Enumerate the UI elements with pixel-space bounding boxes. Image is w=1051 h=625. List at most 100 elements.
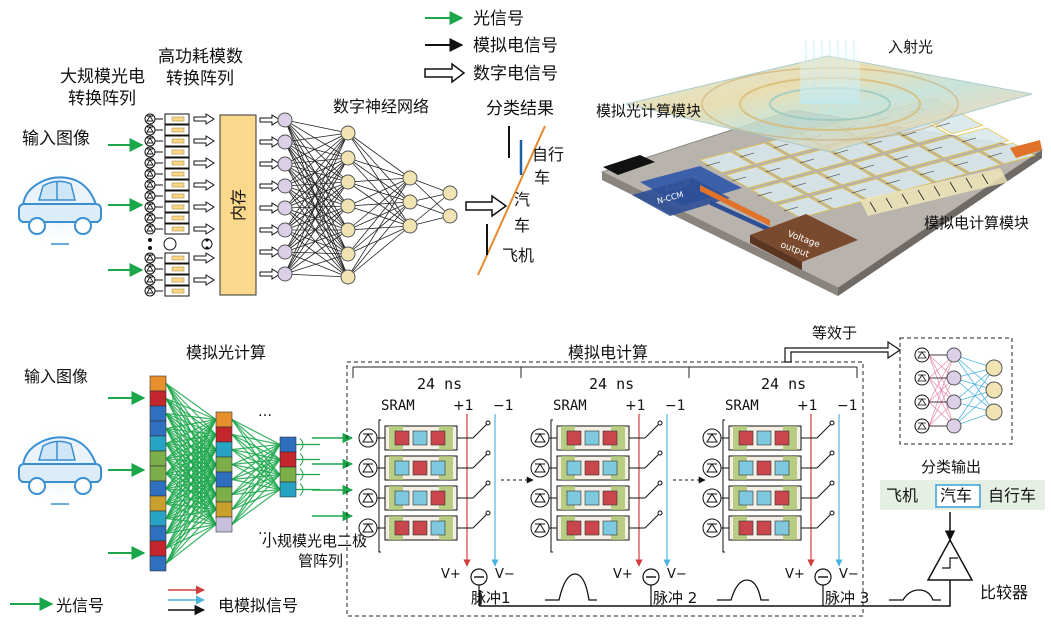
nn-node	[277, 200, 293, 216]
top-optical-arrows	[108, 138, 144, 277]
adc-label-1: 高功耗模数	[158, 47, 243, 67]
optical-layer-2-cell	[215, 516, 233, 533]
class-car-2: 车	[514, 216, 530, 235]
sram-row	[358, 450, 491, 481]
electrical-compute-label: 模拟电计算	[568, 343, 648, 362]
sram-cell	[394, 490, 410, 506]
adc-cell	[164, 201, 190, 213]
class-output-title: 分类输出	[921, 458, 981, 476]
adc-cell	[164, 157, 190, 169]
nn-node	[340, 150, 356, 166]
sram-row	[530, 450, 663, 481]
optical-layer-2-cell	[215, 456, 233, 473]
photodiode-icon	[144, 146, 156, 158]
equivalent-box	[899, 337, 1013, 445]
photodiode-icon	[358, 458, 378, 478]
sram-cell	[738, 430, 754, 446]
sram-cell	[756, 490, 772, 506]
class-plane: 飞机	[502, 246, 534, 265]
sram-cell	[430, 490, 446, 506]
plus-one-label: +1	[453, 398, 474, 414]
switch-icon	[816, 513, 832, 529]
optical-layer-3-cell	[279, 481, 297, 498]
pulse-bus	[479, 590, 951, 607]
photodiode-icon	[914, 370, 930, 386]
switch-icon	[816, 483, 832, 499]
optical-layer-1-cell	[149, 375, 167, 392]
nn-node	[277, 156, 293, 172]
photodiode-icon	[144, 252, 156, 264]
sram-cell	[394, 460, 410, 476]
sram-cell	[584, 460, 600, 476]
sram-cell	[430, 430, 446, 446]
switch-icon	[644, 453, 660, 469]
sram-label: SRAM	[553, 398, 587, 414]
sram-row	[702, 420, 835, 451]
photodiode-icon	[144, 190, 156, 202]
sram-cell	[584, 520, 600, 536]
memory-label: 内存	[229, 189, 248, 221]
sram-cell	[394, 430, 410, 446]
nn-node	[340, 198, 356, 214]
nn-node	[277, 266, 293, 282]
adc-cell	[164, 124, 190, 136]
bottom-optical-arrows	[108, 391, 146, 560]
optical-layer-1-cell	[149, 420, 167, 437]
top-legend: 光信号 模拟电信号 数字电信号	[424, 9, 558, 84]
pulse-label: 脉冲 3	[825, 589, 869, 607]
adc-cell	[164, 263, 190, 275]
sram-row	[702, 510, 835, 541]
output-class-bicycle: 自行车	[988, 486, 1036, 505]
vplus-label: V+	[613, 567, 633, 582]
photodiode-icon	[144, 168, 156, 180]
adc-cell	[164, 179, 190, 191]
optical-layer-2-cell	[215, 426, 233, 443]
nn-node	[402, 194, 418, 210]
photodiode-icon	[914, 347, 930, 363]
optical-layer-2-cell	[215, 471, 233, 488]
nn-node	[442, 208, 458, 224]
adc-cell	[164, 168, 190, 180]
equivalent-network	[914, 347, 1003, 434]
photodiode-label-1: 小规模光电二极	[262, 532, 367, 550]
photodiode-label-2: 管阵列	[298, 552, 343, 570]
dots-icon	[163, 237, 177, 251]
stage-time: 24 ns	[589, 375, 634, 393]
plus-one-label: +1	[797, 398, 818, 414]
nn-node	[340, 269, 356, 285]
photodiode-icon	[144, 285, 156, 297]
sram-row	[702, 480, 835, 511]
class-car-1: 汽	[514, 190, 530, 209]
legend-optical: 光信号	[473, 9, 524, 29]
optical-layer-2-cell	[215, 411, 233, 428]
photodiode-icon	[702, 458, 722, 478]
output-class-plane: 飞机	[886, 486, 918, 505]
vplus-label: V+	[785, 567, 805, 582]
legend-optical-bottom: 光信号	[56, 596, 104, 615]
vminus-label: V−	[495, 567, 515, 582]
sram-cell	[602, 430, 618, 446]
nn-node	[277, 244, 293, 260]
hollow-arrow-icon	[424, 62, 466, 84]
photodiode-icon	[144, 274, 156, 286]
incident-light-label: 入射光	[888, 38, 933, 56]
photodiode-icon	[530, 458, 550, 478]
equivalent-arrow	[784, 340, 902, 363]
switch-icon	[472, 423, 488, 439]
input-image-label-top: 输入图像	[22, 129, 90, 149]
input-image-label-bottom: 输入图像	[24, 367, 88, 386]
stage-time: 24 ns	[417, 375, 462, 393]
optical-layer-1-cell	[149, 450, 167, 467]
comparator-label: 比较器	[980, 583, 1028, 602]
output-class-car: 汽车	[940, 486, 972, 505]
photodiode-icon	[144, 157, 156, 169]
adc-cell	[164, 146, 190, 158]
sram-cell	[430, 460, 446, 476]
legend-analog-bottom: 电模拟信号	[218, 596, 298, 615]
result-hollow-arrow	[465, 194, 508, 218]
switch-icon	[644, 483, 660, 499]
sram-cell	[584, 430, 600, 446]
photodiode-icon	[530, 428, 550, 448]
